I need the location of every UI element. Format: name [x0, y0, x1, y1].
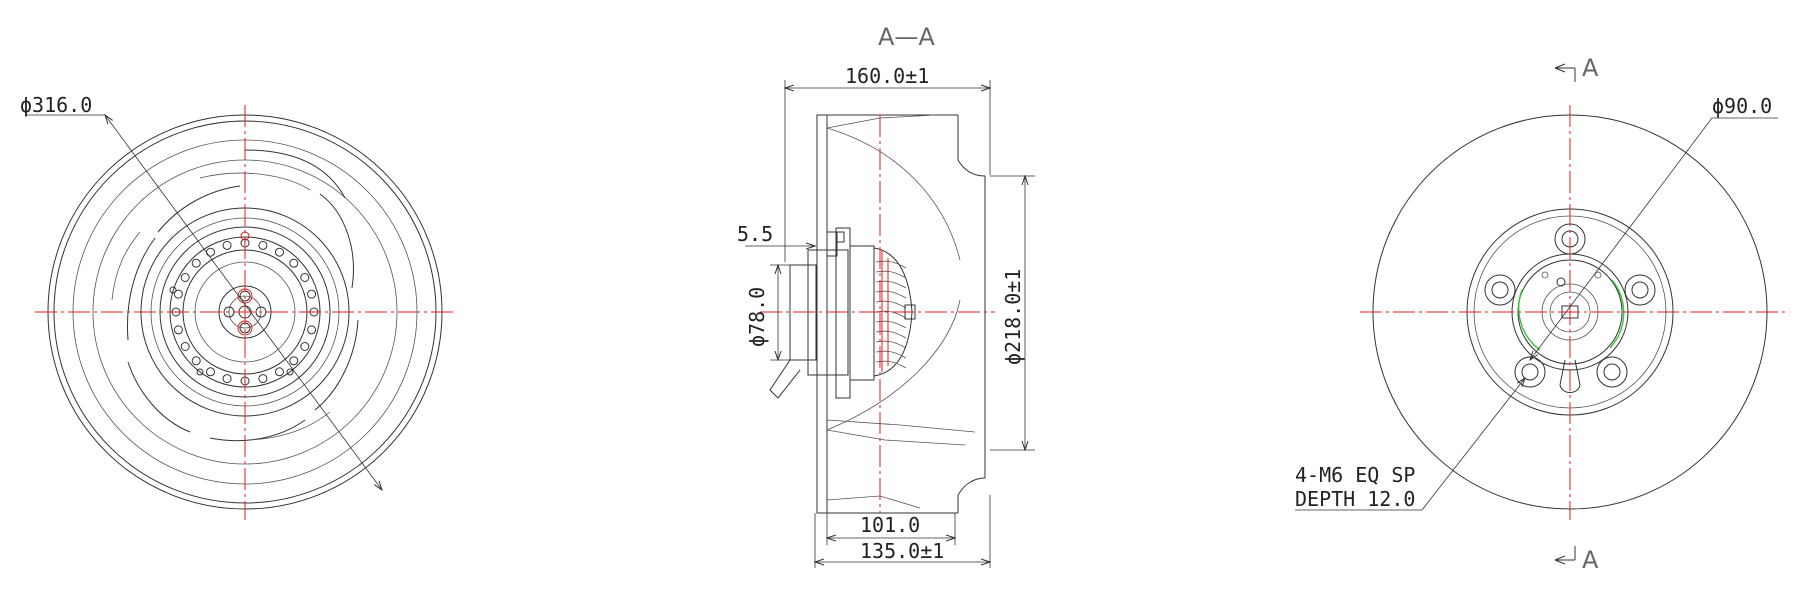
- thread-note-line1: 4-M6 EQ SP: [1295, 463, 1415, 487]
- overall-length-label: 160.0±1: [845, 64, 929, 88]
- rear-view: [1295, 63, 1785, 565]
- section-title: A—A: [878, 23, 935, 51]
- front-view: [25, 105, 455, 520]
- section-marker-top: A: [1582, 54, 1599, 82]
- inlet-diameter-label: ϕ218.0±1: [1001, 269, 1025, 365]
- inner-length-label: 101.0: [860, 513, 920, 537]
- section-view: [745, 80, 1035, 568]
- hub-diameter-label: ϕ90.0: [1712, 94, 1772, 118]
- outer-diameter-label: ϕ316.0: [20, 93, 92, 117]
- thread-note-line2: DEPTH 12.0: [1295, 487, 1415, 511]
- impeller-blades: [111, 149, 359, 442]
- body-length-label: 135.0±1: [860, 539, 944, 563]
- motor-diameter-label: ϕ78.0: [745, 287, 769, 347]
- section-marker-bottom: A: [1582, 546, 1599, 574]
- flange-thickness-label: 5.5: [737, 222, 773, 246]
